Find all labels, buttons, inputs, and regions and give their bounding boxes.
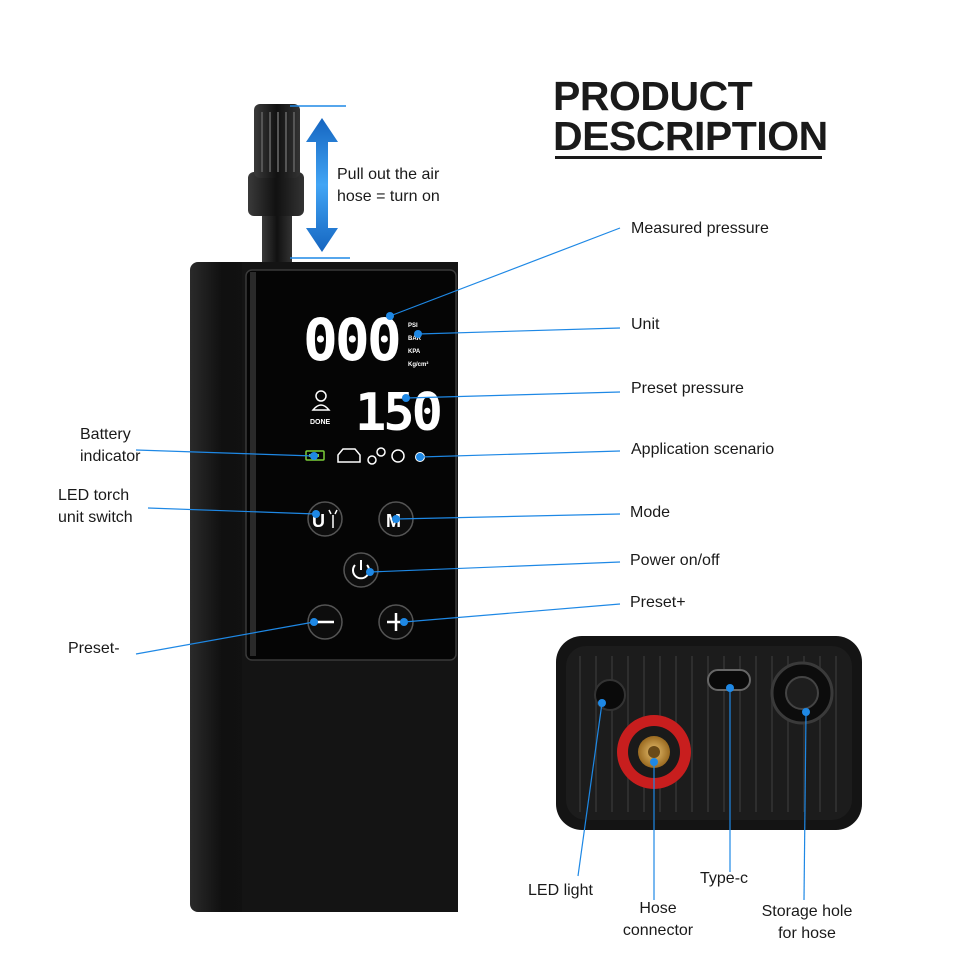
label-battery-line-1: Battery: [80, 426, 131, 443]
device-bottom-view: [556, 636, 862, 830]
label-measured-pressure: Measured pressure: [631, 220, 769, 237]
label-torch-line-1: LED torch: [58, 487, 130, 504]
ball-icon: [391, 449, 405, 463]
device-body: [190, 262, 458, 912]
label-storage-hole: Storage hole for hose: [748, 901, 866, 945]
leader-lines: [135, 227, 807, 901]
label-preset-pressure: Preset pressure: [631, 380, 744, 397]
bicycle-icon: [367, 447, 386, 465]
label-torch-line-2: unit switch: [58, 509, 133, 526]
car-icon: [337, 448, 361, 463]
label-storage-line-1: Storage hole: [761, 903, 853, 920]
hose-note-line-2: hose = turn on: [337, 188, 440, 205]
label-mode: Mode: [630, 504, 671, 521]
title-underline: [555, 156, 822, 159]
label-type-c: Type-c: [700, 870, 749, 887]
title-line-1: PRODUCT: [553, 73, 753, 119]
unit-kpa: KPA: [408, 349, 421, 355]
label-hose-line-2: connector: [622, 922, 694, 939]
label-led-light: LED light: [528, 882, 593, 899]
label-preset-plus: Preset+: [630, 594, 686, 611]
done-person-icon: [311, 390, 331, 411]
unit-kgcm: Kg/cm²: [408, 361, 428, 368]
done-label: DONE: [310, 419, 331, 426]
label-unit: Unit: [631, 316, 660, 333]
measured-pressure-readout: 000: [303, 306, 399, 374]
hose-note-line-1: Pull out the air: [337, 166, 440, 183]
label-torch-switch: LED torch unit switch: [58, 485, 133, 529]
label-storage-line-2: for hose: [778, 925, 836, 942]
unit-bar: BAR: [408, 336, 422, 342]
label-application-scenario: Application scenario: [631, 441, 775, 458]
preset-pressure-readout: 150: [355, 383, 441, 443]
label-power: Power on/off: [630, 552, 720, 569]
hose-note: Pull out the air hose = turn on: [337, 164, 440, 208]
label-hose-line-1: Hose: [639, 900, 677, 917]
air-hose: [248, 104, 304, 266]
title-line-2: DESCRIPTION: [553, 113, 828, 159]
leader-dots: [310, 312, 810, 766]
page-title: PRODUCT DESCRIPTION: [553, 73, 828, 159]
unit-psi: PSI: [408, 323, 418, 329]
label-battery-indicator: Battery indicator: [80, 424, 140, 468]
label-hose-connector: Hose connector: [610, 898, 706, 942]
preset-minus-button[interactable]: [307, 604, 343, 640]
label-preset-minus: Preset-: [68, 640, 120, 657]
pull-out-arrow: [290, 105, 350, 259]
torch-unit-button[interactable]: U: [307, 501, 343, 537]
label-battery-line-2: indicator: [80, 448, 141, 465]
